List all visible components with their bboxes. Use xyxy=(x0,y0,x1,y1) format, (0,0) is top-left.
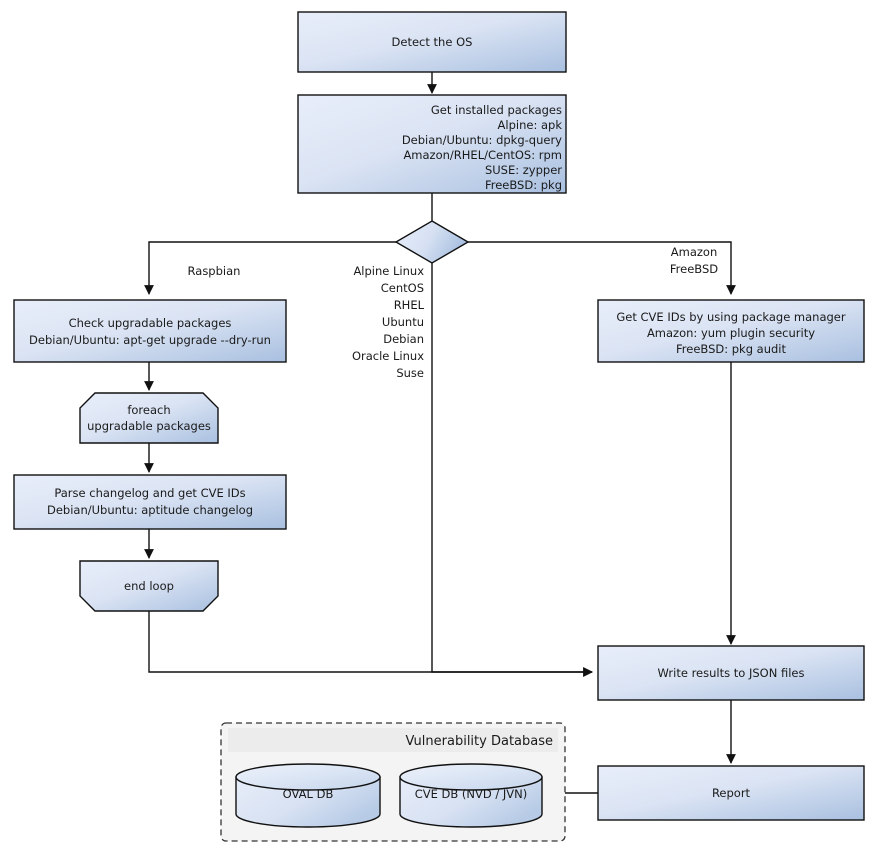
check-upgradable-box xyxy=(13,299,287,363)
node-get-installed-packages[interactable]: Get installed packages Alpine: apk Debia… xyxy=(297,94,567,194)
group-title: Vulnerability Database xyxy=(406,734,553,749)
write-results-box xyxy=(597,645,865,701)
write-results-label: Write results to JSON files xyxy=(658,666,805,680)
check-upgradable-line-1: Check upgradable packages xyxy=(69,316,232,330)
detect-os-box xyxy=(297,11,567,73)
cve-db-top xyxy=(399,763,543,791)
group-header xyxy=(228,728,558,752)
edge-decision-to-write-results xyxy=(431,263,593,677)
oval-db-top xyxy=(235,763,381,791)
cve-db-body xyxy=(399,776,543,828)
foreach-loop-shape xyxy=(79,392,219,444)
edge-endloop-to-write-results xyxy=(148,611,593,677)
edge-label-amazon-freebsd: Amazon FreeBSD xyxy=(670,245,718,276)
get-installed-packages-line-1: Get installed packages xyxy=(431,103,562,117)
edge-decision-to-get-cve-ids xyxy=(468,241,736,295)
report-box xyxy=(597,765,865,821)
get-installed-packages-line-2: Alpine: apk xyxy=(498,118,563,132)
edges xyxy=(144,72,736,794)
amazon-freebsd-line-1: Amazon xyxy=(671,245,717,259)
node-report[interactable]: Report xyxy=(597,765,865,821)
node-os-decision[interactable] xyxy=(394,220,470,264)
get-cve-ids-line-1: Get CVE IDs by using package manager xyxy=(616,310,846,324)
edge-label-middle-os-list: Alpine Linux CentOS RHEL Ubuntu Debian O… xyxy=(352,264,425,380)
parse-changelog-line-2: Debian/Ubuntu: aptitude changelog xyxy=(47,503,253,517)
node-cve-db[interactable]: CVE DB (NVD / JVN) xyxy=(399,763,543,828)
node-oval-db[interactable]: OVAL DB xyxy=(235,763,381,828)
oval-db-label: OVAL DB xyxy=(283,787,334,801)
report-label: Report xyxy=(712,786,751,800)
amazon-freebsd-line-2: FreeBSD xyxy=(670,262,718,276)
parse-changelog-box xyxy=(13,474,287,530)
get-installed-packages-line-4: Amazon/RHEL/CentOS: rpm xyxy=(403,148,562,162)
check-upgradable-line-2: Debian/Ubuntu: apt-get upgrade --dry-run xyxy=(29,333,271,347)
node-check-upgradable[interactable]: Check upgradable packages Debian/Ubuntu:… xyxy=(13,299,287,363)
vulnerability-database-group: Vulnerability Database OVAL DB CVE DB (N… xyxy=(220,722,566,842)
parse-changelog-line-1: Parse changelog and get CVE IDs xyxy=(54,486,245,500)
os-list-line-4: Ubuntu xyxy=(382,315,424,329)
foreach-line-2: upgradable packages xyxy=(87,419,211,433)
node-foreach-loop-start[interactable]: foreach upgradable packages xyxy=(79,392,219,444)
end-loop-label: end loop xyxy=(124,579,174,593)
os-list-line-2: CentOS xyxy=(381,281,424,295)
os-list-line-7: Suse xyxy=(396,366,424,380)
node-write-results[interactable]: Write results to JSON files xyxy=(597,645,865,701)
get-cve-ids-line-3: FreeBSD: pkg audit xyxy=(676,342,787,356)
node-parse-changelog[interactable]: Parse changelog and get CVE IDs Debian/U… xyxy=(13,474,287,530)
get-installed-packages-line-3: Debian/Ubuntu: dpkg-query xyxy=(402,133,562,147)
node-get-cve-ids[interactable]: Get CVE IDs by using package manager Ama… xyxy=(597,299,865,363)
detect-os-label: Detect the OS xyxy=(392,35,473,49)
get-installed-packages-line-5: SUSE: zypper xyxy=(485,163,562,177)
get-installed-packages-line-6: FreeBSD: pkg xyxy=(485,178,562,192)
node-detect-os[interactable]: Detect the OS xyxy=(297,11,567,73)
oval-db-body xyxy=(235,776,381,828)
edge-label-raspbian: Raspbian xyxy=(188,264,241,278)
os-list-line-6: Oracle Linux xyxy=(352,349,424,363)
os-decision-diamond xyxy=(394,220,470,264)
os-list-line-1: Alpine Linux xyxy=(353,264,424,278)
node-end-loop[interactable]: end loop xyxy=(79,560,219,612)
edge-decision-to-check-upgradable xyxy=(144,241,396,295)
cve-db-label: CVE DB (NVD / JVN) xyxy=(415,787,528,801)
get-cve-ids-line-2: Amazon: yum plugin security xyxy=(647,326,815,340)
end-loop-shape xyxy=(79,560,219,612)
foreach-line-1: foreach xyxy=(127,403,170,417)
get-installed-packages-box xyxy=(297,94,567,194)
get-cve-ids-box xyxy=(597,299,865,363)
os-list-line-3: RHEL xyxy=(394,298,425,312)
os-list-line-5: Debian xyxy=(383,332,424,346)
